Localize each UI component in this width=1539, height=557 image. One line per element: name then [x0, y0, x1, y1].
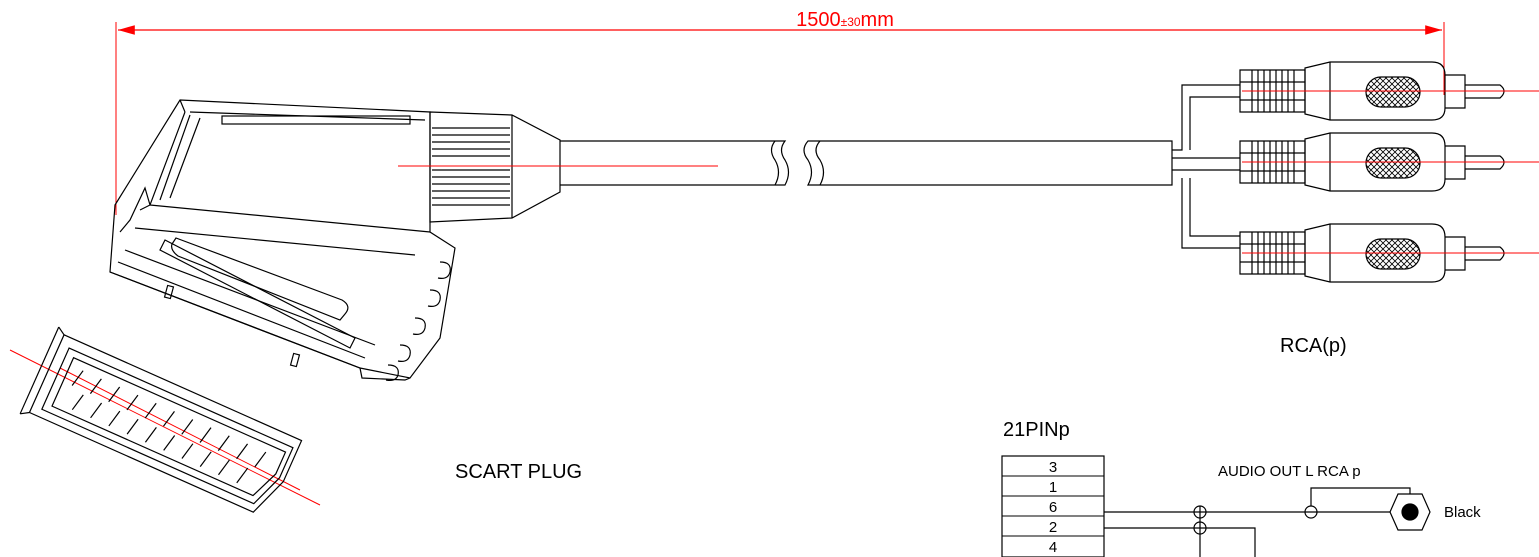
pin-cell: 6: [1049, 499, 1057, 516]
audio-out-label: AUDIO OUT L RCA p: [1218, 463, 1361, 480]
rca-jack-pin: [1401, 503, 1419, 521]
scart-plug-face: [19, 326, 303, 513]
pin-cell: 2: [1049, 519, 1057, 536]
cable: [560, 140, 1173, 186]
pin-cell: 3: [1049, 459, 1057, 476]
rca-split-wires: [1172, 84, 1240, 249]
scart-boot: [429, 111, 561, 223]
pin-table: 3 1 6 2 4: [1001, 455, 1105, 557]
scart-housing: [109, 99, 456, 379]
dim-text: 1500±30mm: [796, 9, 894, 31]
scart-latch-slot: [171, 237, 349, 321]
scart-pins-top: [71, 370, 267, 468]
pin-cell: 4: [1049, 539, 1057, 556]
scart-pins-bottom: [71, 394, 249, 484]
center-lines: [9, 90, 1539, 506]
pin-table-title: 21PINp: [1003, 419, 1070, 441]
wire-pin2: [1104, 527, 1256, 557]
length-dimension: 1500±30mm: [115, 9, 1445, 215]
rca-label: RCA(p): [1280, 335, 1347, 357]
cable-right-segment: [803, 140, 1173, 186]
scart-plug-label: SCART PLUG: [455, 461, 582, 483]
scart-connector: [109, 99, 456, 382]
pin-cell: 1: [1049, 479, 1057, 496]
wire-color-label: Black: [1444, 504, 1481, 521]
rca-plug-2: [1239, 132, 1505, 192]
rca-jack-symbol: [1389, 493, 1431, 531]
cable-left-segment: [560, 140, 790, 186]
wiring-schematic: [1104, 487, 1431, 557]
